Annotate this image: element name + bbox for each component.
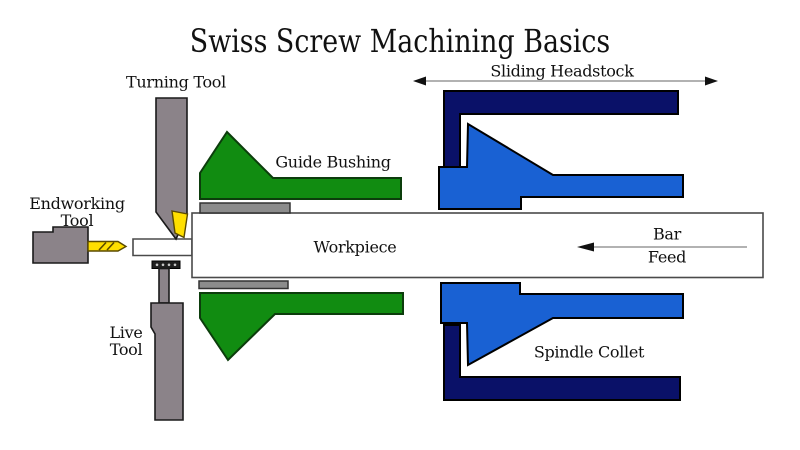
bar-feed-label-line2: Feed bbox=[647, 247, 687, 267]
live-tool-head-dot bbox=[161, 263, 165, 267]
sliding-headstock-label: Sliding Headstock bbox=[490, 61, 634, 81]
bar-feed-label-line1: Bar bbox=[652, 224, 682, 244]
endworking-tool-shape bbox=[32, 226, 89, 264]
headstock-lower bbox=[443, 324, 681, 401]
workpiece-turned-section bbox=[132, 238, 193, 257]
live-tool-head-dot bbox=[167, 263, 171, 267]
guide-bushing-mount-lower bbox=[198, 280, 289, 290]
turning-tool-label: Turning Tool bbox=[126, 72, 226, 92]
live-tool-head-dot bbox=[173, 263, 177, 267]
live-tool-body bbox=[150, 302, 184, 421]
endworking-tool-label: Endworking Tool bbox=[29, 195, 125, 229]
drill-flute bbox=[98, 241, 107, 251]
spindle-collet-upper bbox=[438, 122, 684, 210]
page-title: Swiss Screw Machining Basics bbox=[150, 22, 651, 60]
live-tool-label: Live Tool bbox=[109, 324, 142, 358]
guide-bushing-label: Guide Bushing bbox=[275, 152, 391, 172]
endworking-tool-label-line1: Endworking bbox=[29, 194, 125, 213]
bar-feed-arrow bbox=[577, 242, 747, 252]
drill-bit bbox=[87, 240, 128, 252]
guide-bushing-upper bbox=[199, 130, 402, 200]
guide-bushing-mount-upper bbox=[199, 202, 291, 214]
endworking-tool-label-line2: Tool bbox=[60, 211, 94, 230]
sliding-headstock-arrow bbox=[413, 76, 718, 86]
turning-tool-insert bbox=[171, 210, 189, 239]
drill-flute bbox=[106, 241, 115, 251]
spindle-collet-label: Spindle Collet bbox=[533, 342, 645, 362]
guide-bushing-lower bbox=[199, 292, 404, 362]
workpiece-label: Workpiece bbox=[313, 237, 397, 257]
live-tool-label-line1: Live bbox=[109, 323, 143, 342]
live-tool-shaft bbox=[158, 267, 170, 304]
spindle-collet-lower bbox=[440, 282, 684, 367]
live-tool-label-line2: Tool bbox=[109, 340, 143, 359]
page-title-text: Swiss Screw Machining Basics bbox=[189, 22, 611, 60]
workpiece-body bbox=[191, 212, 764, 279]
live-tool-head-dot bbox=[155, 263, 159, 267]
